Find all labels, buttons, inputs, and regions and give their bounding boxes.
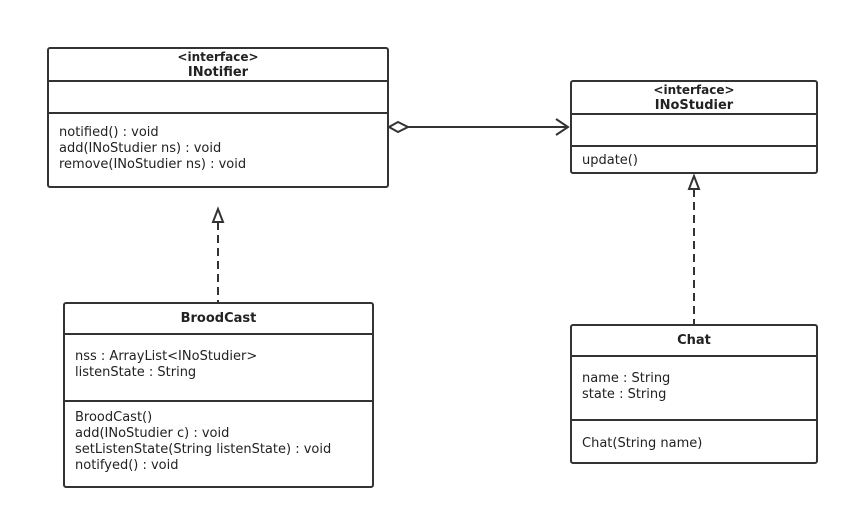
methods-section: BroodCast() add(INoStudier c) : void set… <box>65 400 372 474</box>
method-item: setListenState(String listenState) : voi… <box>75 442 332 457</box>
attribute-item: name : String <box>582 371 671 386</box>
aggregation-diamond <box>386 120 411 134</box>
class-inotifier[interactable]: <interface> INotifier notified() : void … <box>47 47 389 188</box>
class-header: Chat <box>572 326 816 357</box>
stereotype-label: <interface> <box>177 49 259 64</box>
method-item: update() <box>582 153 638 168</box>
attributes-section <box>49 82 387 112</box>
realization-arrowhead-broodcast <box>211 206 225 223</box>
method-item: notified() : void <box>59 125 159 140</box>
method-item: remove(INoStudier ns) : void <box>59 157 247 172</box>
attribute-item: listenState : String <box>75 365 197 380</box>
attributes-section: name : String state : String <box>572 357 816 419</box>
realization-arrowhead-chat <box>687 173 701 190</box>
attribute-item: nss : ArrayList<INoStudier> <box>75 349 258 364</box>
method-item: Chat(String name) <box>582 436 703 451</box>
method-item: BroodCast() <box>75 410 153 425</box>
method-item: add(INoStudier c) : void <box>75 426 230 441</box>
aggregation-arrowhead <box>555 118 570 136</box>
attribute-item: state : String <box>582 387 667 402</box>
methods-section: notified() : void add(INoStudier ns) : v… <box>49 112 387 173</box>
class-header: <interface> INotifier <box>49 49 387 82</box>
class-name: Chat <box>677 333 711 348</box>
method-item: notifyed() : void <box>75 458 179 473</box>
class-name: INoStudier <box>654 97 734 113</box>
method-item: add(INoStudier ns) : void <box>59 141 222 156</box>
attributes-section: nss : ArrayList<INoStudier> listenState … <box>65 335 372 400</box>
class-name: BroodCast <box>180 311 257 326</box>
class-header: <interface> INoStudier <box>572 82 816 115</box>
class-broodcast[interactable]: BroodCast nss : ArrayList<INoStudier> li… <box>63 302 374 488</box>
methods-section: Chat(String name) <box>572 419 816 452</box>
methods-section: update() <box>572 145 816 169</box>
stereotype-label: <interface> <box>653 82 735 97</box>
class-chat[interactable]: Chat name : String state : String Chat(S… <box>570 324 818 464</box>
class-header: BroodCast <box>65 304 372 335</box>
attributes-section <box>572 115 816 145</box>
class-name: INotifier <box>187 64 249 80</box>
class-inostudier[interactable]: <interface> INoStudier update() <box>570 80 818 174</box>
